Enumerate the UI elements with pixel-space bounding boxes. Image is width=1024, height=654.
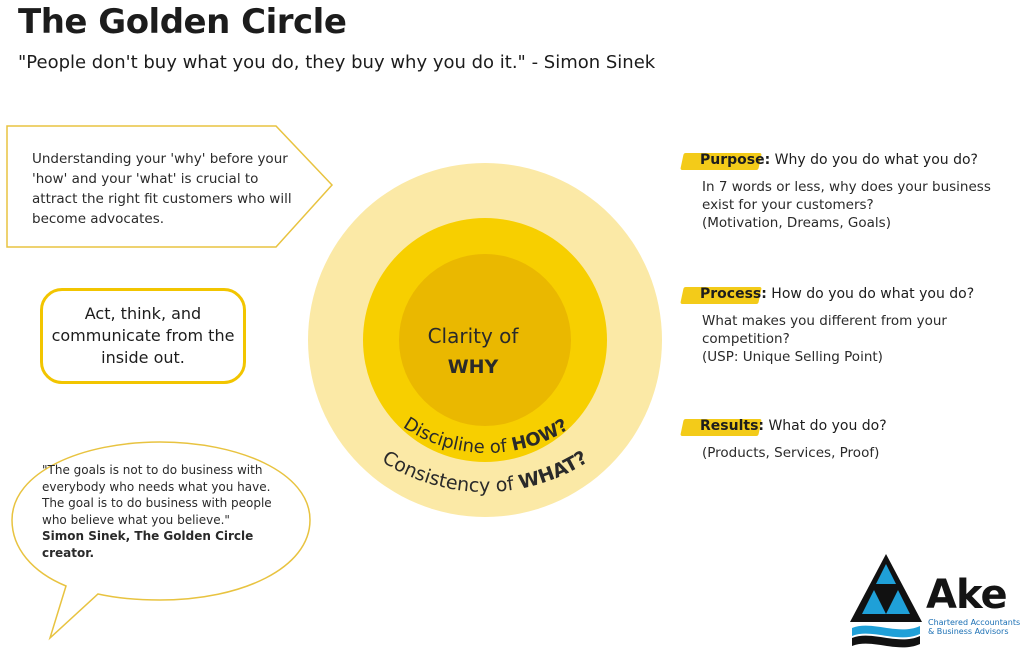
ake-logo: Ake Chartered Accountants & Business Adv… — [848, 552, 1024, 652]
results-item: Results: What do you do? (Products, Serv… — [680, 418, 1014, 462]
page-title: The Golden Circle — [18, 2, 347, 42]
why-line2: WHY — [448, 356, 499, 378]
process-line1: What makes you different from your compe… — [702, 313, 947, 347]
results-question: What do you do? — [764, 418, 887, 434]
page-subtitle-quote: "People don't buy what you do, they buy … — [18, 52, 656, 73]
logo-wordmark: Ake — [926, 572, 1008, 618]
purpose-body: In 7 words or less, why does your busine… — [684, 178, 1014, 232]
callout-text: Understanding your 'why' before your 'ho… — [32, 151, 292, 227]
process-body: What makes you different from your compe… — [684, 312, 1014, 366]
purpose-question: Why do you do what you do? — [770, 152, 978, 168]
quote-bubble: "The goals is not to do business with ev… — [8, 440, 314, 642]
quote-body: "The goals is not to do business with ev… — [42, 463, 272, 527]
why-line1: Clarity of — [428, 324, 520, 348]
logo-tagline-line1: Chartered Accountants — [928, 618, 1021, 627]
pill-text: Act, think, and communicate from the ins… — [51, 304, 235, 367]
purpose-item: Purpose: Why do you do what you do? In 7… — [680, 152, 1014, 232]
arrow-callout-shape — [6, 125, 334, 248]
golden-circle-diagram: Clarity of WHY Discipline of HOW? Consis… — [308, 163, 662, 517]
process-item: Process: How do you do what you do? What… — [680, 286, 1014, 366]
logo-tagline: Chartered Accountants & Business Advisor… — [928, 618, 1020, 636]
why-callout: Understanding your 'why' before your 'ho… — [6, 125, 336, 249]
quote-text-block: "The goals is not to do business with ev… — [42, 462, 294, 561]
inside-out-pill: Act, think, and communicate from the ins… — [40, 288, 246, 384]
process-heading: Process: How do you do what you do? — [680, 286, 1014, 308]
results-body: (Products, Services, Proof) — [684, 444, 1014, 462]
results-line1: (Products, Services, Proof) — [702, 445, 880, 461]
purpose-label: Purpose: — [700, 152, 771, 168]
logo-triangle-icon — [850, 554, 922, 648]
process-label: Process: — [700, 286, 767, 302]
purpose-heading: Purpose: Why do you do what you do? — [680, 152, 1014, 174]
speech-bubble-shape — [11, 441, 311, 641]
quote-author: Simon Sinek, The Golden Circle creator. — [42, 529, 254, 560]
logo-tagline-line2: & Business Advisors — [928, 627, 1009, 636]
results-heading: Results: What do you do? — [680, 418, 1014, 440]
process-question: How do you do what you do? — [766, 286, 975, 302]
purpose-line2: (Motivation, Dreams, Goals) — [702, 215, 891, 231]
inner-circle-why — [399, 254, 571, 426]
purpose-line1: In 7 words or less, why does your busine… — [702, 179, 991, 213]
process-line2: (USP: Unique Selling Point) — [702, 349, 883, 365]
results-label: Results: — [700, 418, 764, 434]
